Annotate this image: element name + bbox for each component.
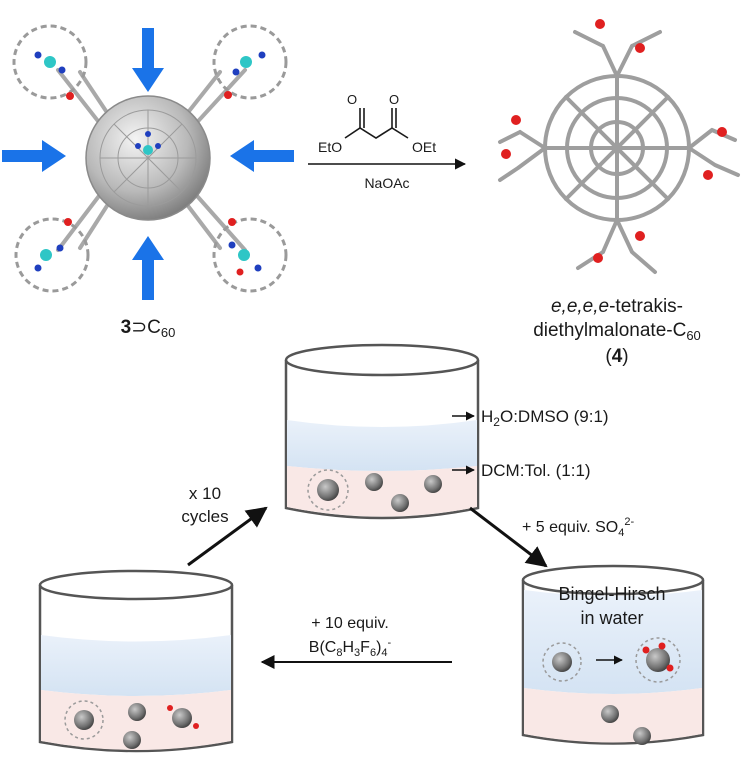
release-label-line2: B(C8H3F6)4- [309, 637, 392, 659]
metal-complex-bottom-left [16, 218, 88, 291]
malonate-structure [345, 108, 408, 138]
oxygen-label-left: O [347, 92, 357, 107]
cage-structure [2, 26, 294, 300]
release-label-line1: + 10 equiv. [311, 615, 389, 632]
reagent-left-label: EtO [318, 139, 342, 155]
product-name-line1: e,e,e,e-tetrakis- [551, 296, 683, 317]
cage-label: 3⊃C60 [121, 317, 176, 340]
bingel-hirsch-label: Bingel-Hirsch [558, 584, 665, 604]
metal-complex-bottom-right [214, 218, 286, 291]
cycle-unit-label: cycles [181, 507, 228, 526]
organic-phase-label: DCM:Tol. (1:1) [481, 461, 591, 480]
oxygen-label-right: O [389, 92, 399, 107]
sulfate-label: + 5 equiv. SO42- [522, 516, 634, 539]
aqueous-phase-label: H2O:DMSO (9:1) [481, 407, 609, 429]
reagent-right-label: OEt [412, 139, 436, 155]
product-number: (4) [605, 346, 628, 367]
cycle-count-label: x 10 [189, 484, 221, 503]
sulfate-arrow [470, 508, 546, 566]
product-name-line2: diethylmalonate-C60 [533, 320, 701, 343]
metal-complex-top-right [214, 26, 286, 99]
beaker-biphasic [286, 345, 478, 518]
base-label: NaOAc [364, 175, 409, 191]
beaker-product-release [40, 571, 232, 751]
in-water-label: in water [580, 608, 643, 628]
product-structure [500, 19, 738, 272]
